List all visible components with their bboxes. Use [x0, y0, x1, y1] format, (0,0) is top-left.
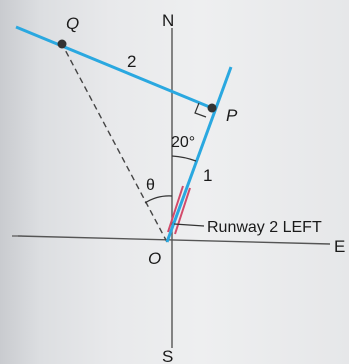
runway-mark-left	[167, 185, 184, 233]
point-p-label: P	[226, 106, 238, 125]
east-label: E	[334, 237, 345, 256]
origin-label: O	[148, 249, 161, 268]
op-length-label: 1	[203, 166, 212, 185]
line-op	[165, 66, 233, 243]
north-label: N	[162, 11, 174, 30]
runway-angle-label: 20°	[171, 134, 195, 151]
theta-label: θ	[146, 177, 155, 194]
runway-label-pointer	[173, 223, 205, 227]
south-label: S	[162, 347, 173, 364]
twenty-degree-arc	[171, 155, 197, 162]
point-p-dot	[207, 103, 217, 113]
dashed-line-oq	[61, 43, 168, 243]
line-pq	[15, 25, 213, 110]
theta-arc	[144, 195, 173, 204]
point-q-dot	[57, 39, 67, 49]
pq-length-label: 2	[127, 52, 136, 71]
right-angle-marker	[194, 102, 207, 118]
runway-mark-right	[174, 187, 191, 235]
west-east-axis	[17, 235, 331, 245]
point-q-label: Q	[66, 14, 79, 33]
runway-label: Runway 2 LEFT	[207, 219, 322, 236]
